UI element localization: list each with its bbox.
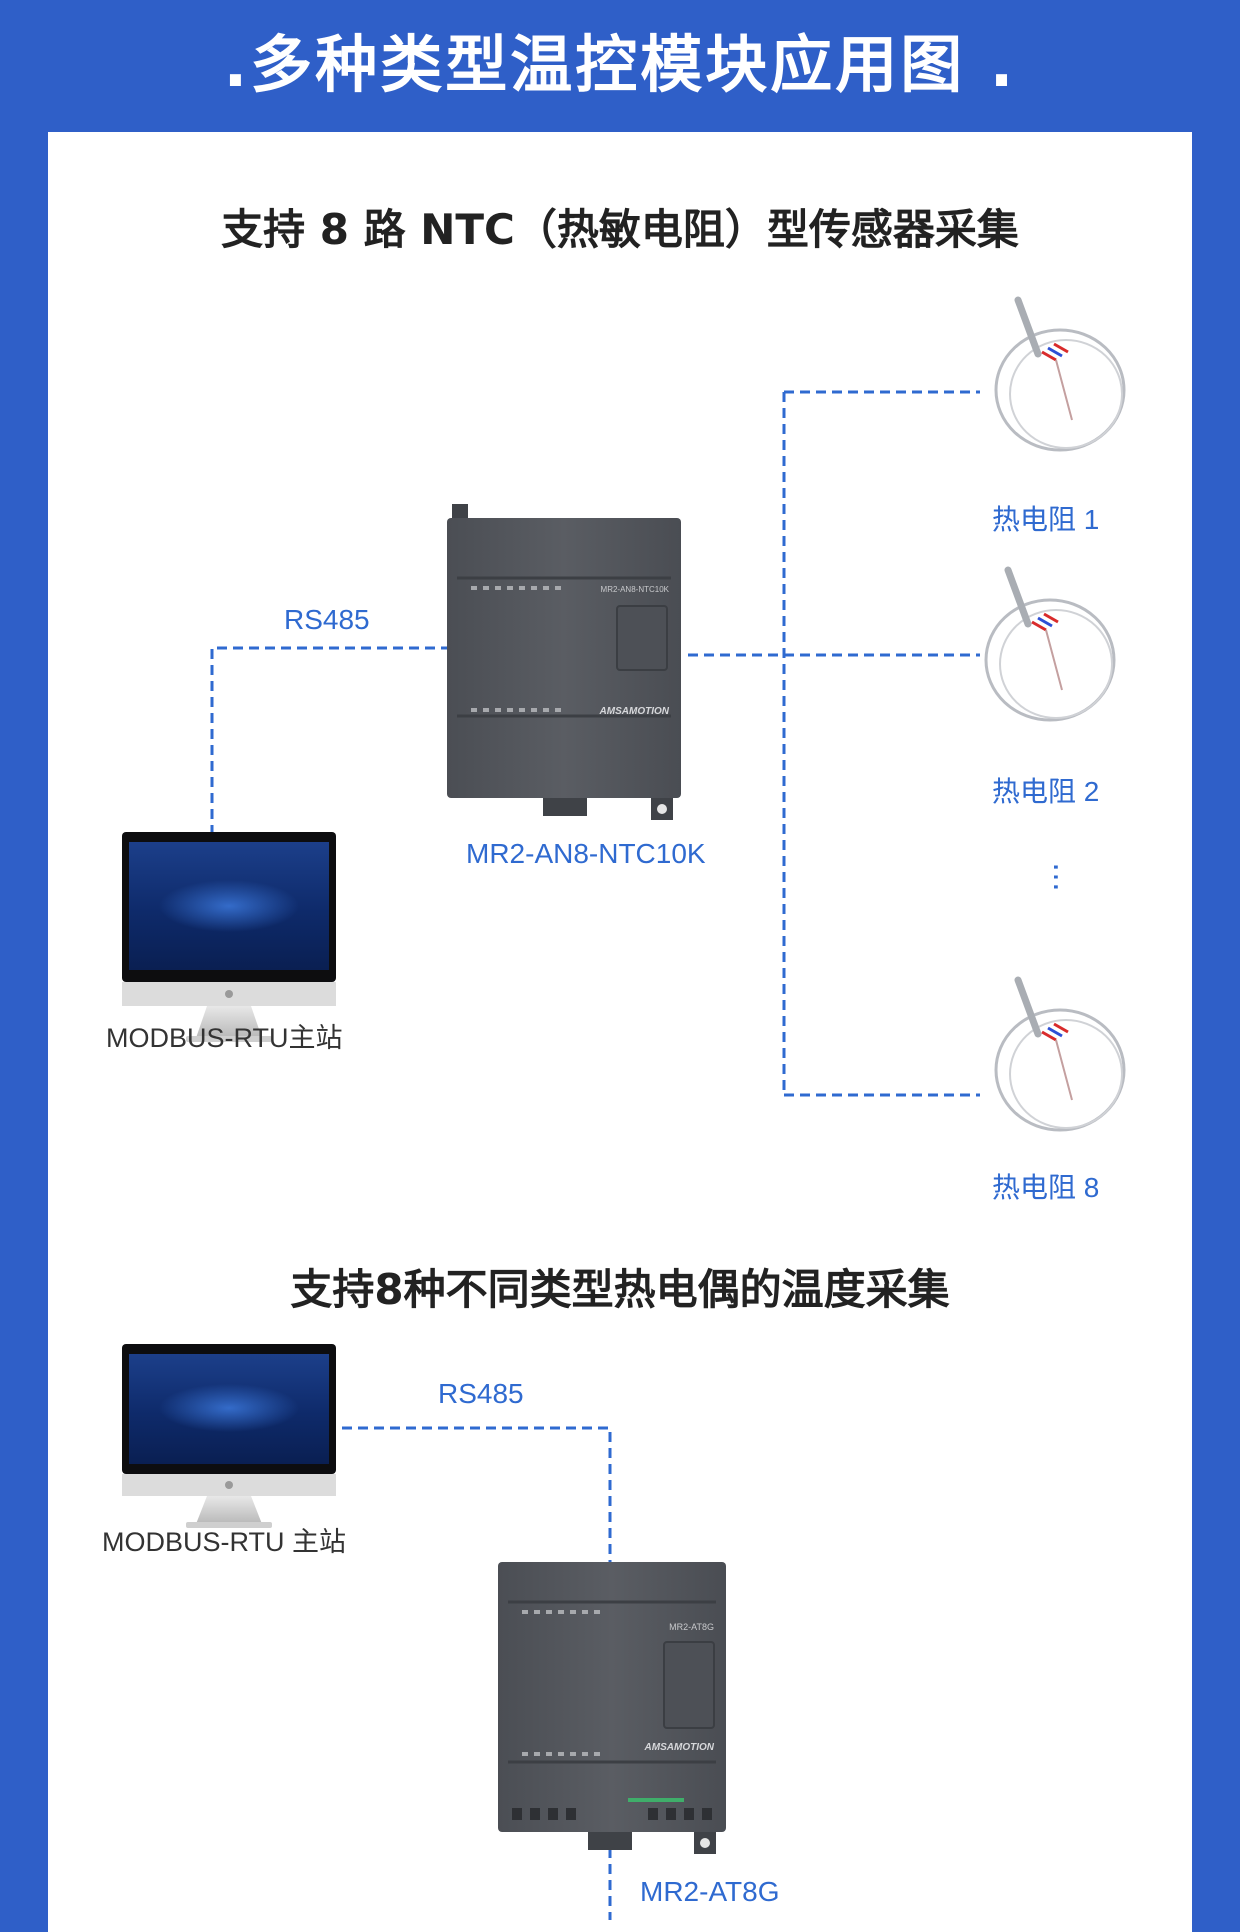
module-face-model-2: MR2-AT8G <box>669 1622 714 1632</box>
rs485-line-2 <box>342 1426 612 1562</box>
rs485-line-1 <box>210 646 447 835</box>
sensor-8-icon <box>994 976 1126 1132</box>
section1-module-model: MR2-AN8-NTC10K <box>466 838 706 869</box>
page-title: .多种类型温控模块应用图 . <box>223 28 1017 101</box>
module-brand-2: AMSAMOTION <box>644 1742 715 1753</box>
section1-bus-label: RS485 <box>284 604 370 635</box>
section2-module-model: MR2-AT8G <box>640 1876 780 1907</box>
master-monitor-2 <box>122 1344 336 1528</box>
section2-master-label: MODBUS-RTU 主站 <box>102 1527 347 1557</box>
sensor-8-label: 热电阻 8 <box>992 1172 1100 1203</box>
sensor-2-icon <box>984 566 1116 722</box>
sensor-1-icon <box>994 296 1126 452</box>
section2-bus-label: RS485 <box>438 1378 524 1409</box>
sensor-ellipsis: … <box>1046 862 1081 892</box>
section2-title: 支持8种不同类型热电偶的温度采集 <box>290 1265 950 1314</box>
sensor-2-label: 热电阻 2 <box>992 776 1100 807</box>
section1-title: 支持 8 路 NTC（热敏电阻）型传感器采集 <box>221 205 1019 254</box>
monitor-logo-icon-2 <box>225 1481 233 1489</box>
master-monitor-1 <box>122 832 336 1042</box>
module-brand-1: AMSAMOTION <box>599 706 670 717</box>
module-face-model-1: MR2-AN8-NTC10K <box>601 585 670 594</box>
section1-master-label: MODBUS-RTU主站 <box>106 1023 343 1053</box>
section1-connections <box>210 390 980 1097</box>
section2-connections <box>342 1426 612 1920</box>
sensor-1-label: 热电阻 1 <box>992 504 1100 535</box>
monitor-logo-icon <box>225 990 233 998</box>
module-mr2-an8-ntc10k: MR2-AN8-NTC10K AMSAMOTION <box>447 504 681 820</box>
module-mr2-at8g: MR2-AT8G AMSAMOTION <box>498 1562 726 1854</box>
